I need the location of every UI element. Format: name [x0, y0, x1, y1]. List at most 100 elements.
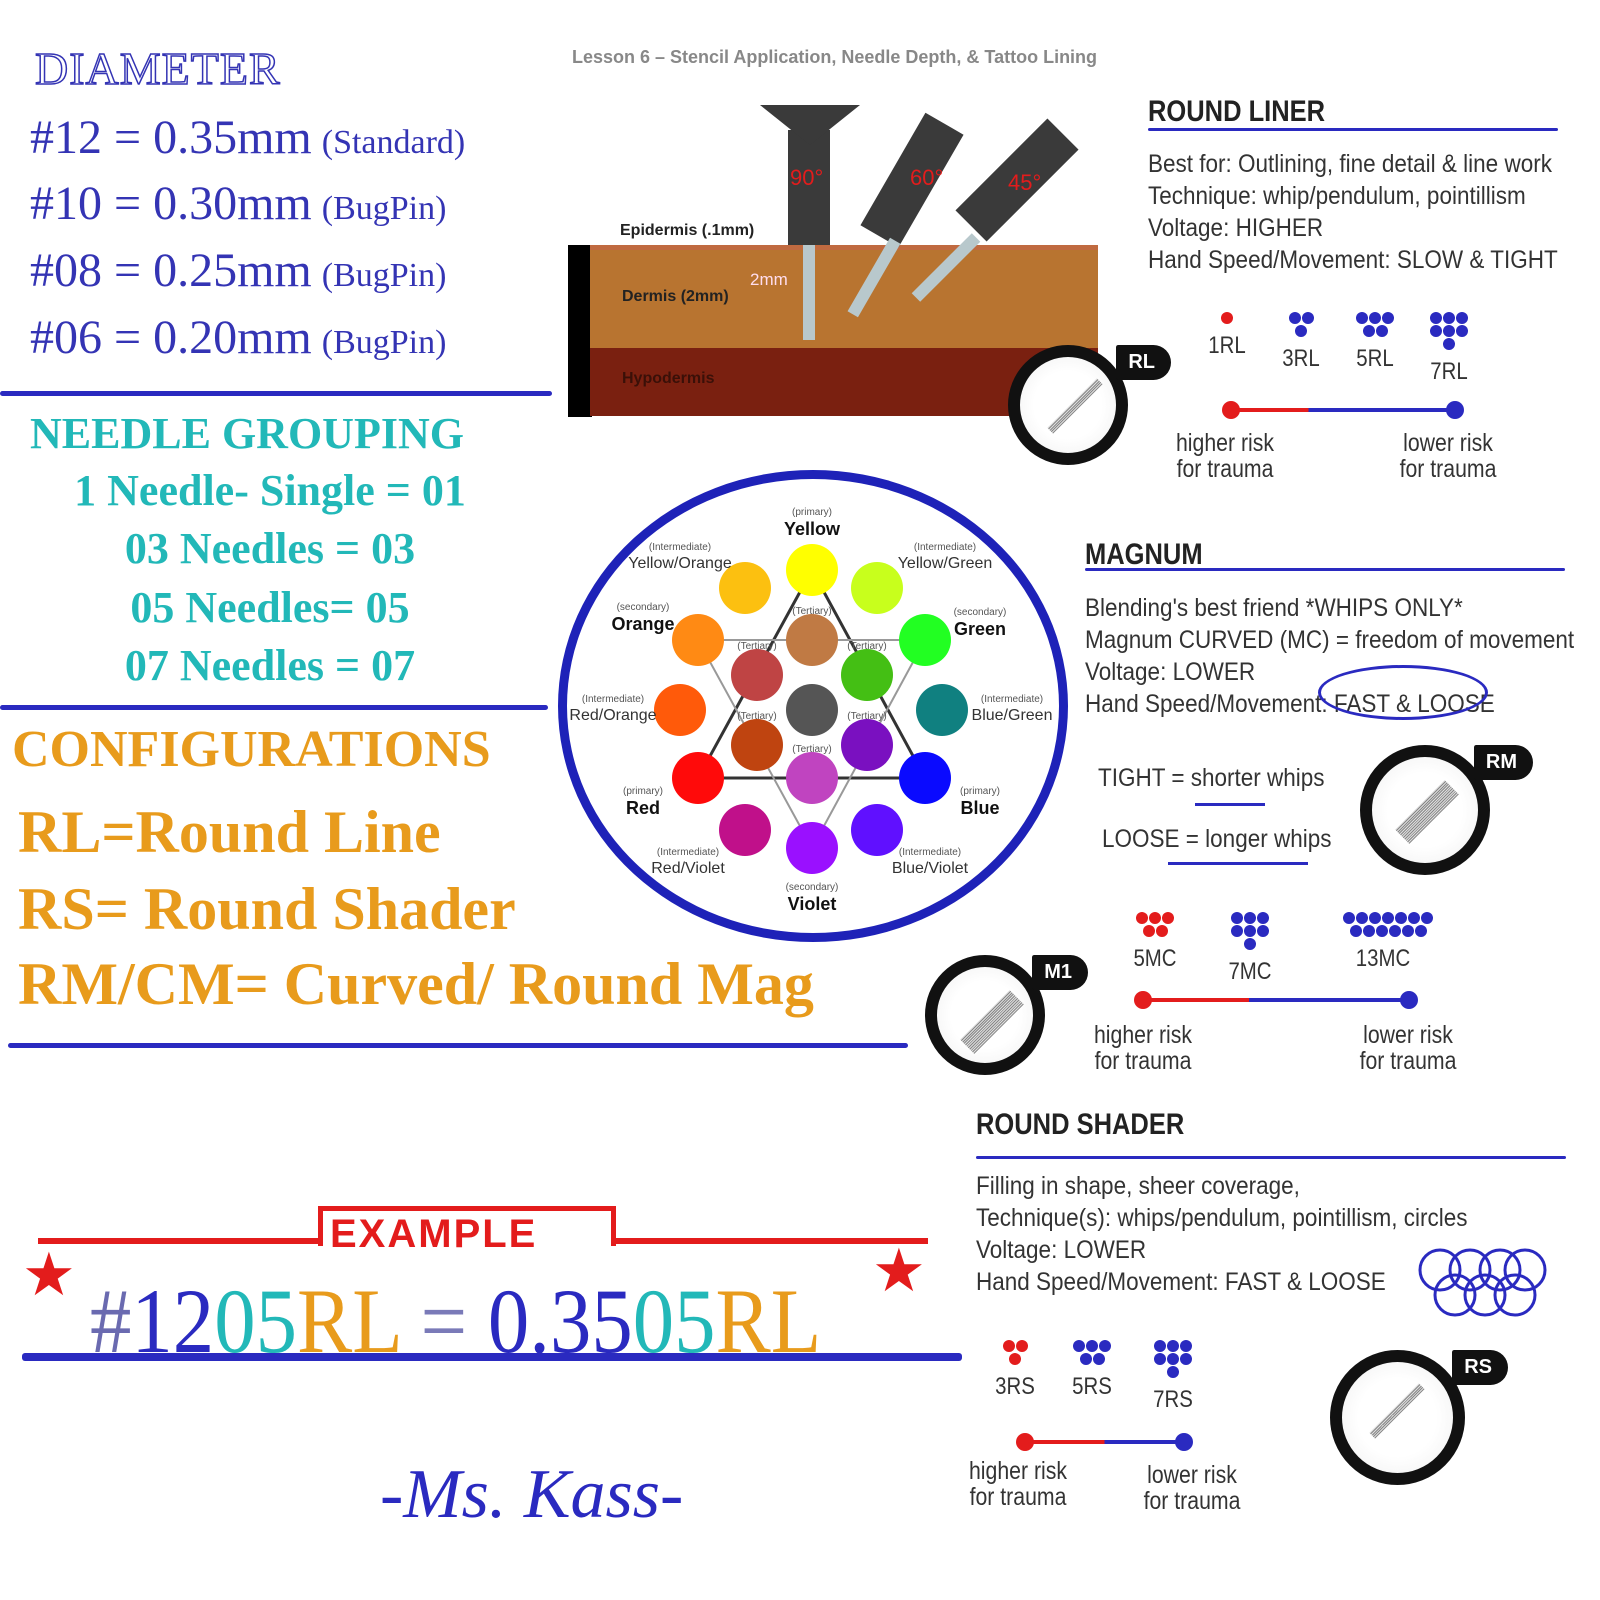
needle-group-label: 7MC: [1228, 958, 1272, 985]
loose-arrow-icon: [1168, 862, 1308, 865]
tertiary-swatch: [786, 614, 838, 666]
needle-group-label: 1RL: [1208, 332, 1246, 359]
needle-90: [788, 130, 830, 245]
angle-label: 45°: [1008, 170, 1042, 195]
needle-group: 7RL: [1404, 312, 1494, 386]
tertiary-label: (Tertiary): [847, 641, 887, 652]
diameter-title: DIAMETER: [34, 42, 281, 95]
round-shader-text: Filling in shape, sheer coverage,Techniq…: [976, 1172, 1468, 1296]
diameter-row: #12 = 0.35mm(Standard): [30, 111, 466, 164]
color-swatch: [672, 752, 724, 804]
needle-group-label: 7RL: [1430, 358, 1468, 385]
lesson-title: Lesson 6 – Stencil Application, Needle D…: [572, 47, 1098, 67]
needle-group: 7MC: [1205, 912, 1295, 986]
example-label: EXAMPLE: [330, 1212, 538, 1256]
diameter-row: #10 = 0.30mm(BugPin): [30, 177, 447, 230]
magnifier-rs-icon: RS: [1330, 1350, 1508, 1485]
needle-group-label: 5RL: [1356, 345, 1394, 372]
example-tab: [318, 1206, 616, 1246]
needle-dots-icon: [1338, 912, 1438, 937]
color-label: (Intermediate)Yellow/Orange: [628, 542, 732, 572]
grip: [760, 105, 860, 145]
tight-label: TIGHT = shorter whips: [1098, 764, 1325, 792]
star-icon: ★: [22, 1241, 76, 1308]
needle-group-label: 5RS: [1072, 1373, 1112, 1400]
divider: [0, 391, 552, 396]
diameter-row: #06 = 0.20mm(BugPin): [30, 311, 447, 364]
depth-label: 2mm: [750, 270, 788, 289]
color-label: (Intermediate)Red/Orange: [569, 694, 657, 724]
tertiary-swatch: [786, 752, 838, 804]
color-label: (secondary)Green: [953, 607, 1007, 639]
risk-high-label: higher risk for trauma: [1093, 1021, 1193, 1075]
needle-dots-icon: [1227, 912, 1273, 950]
star-icon: ★: [872, 1237, 926, 1304]
needle-group-label: 5MC: [1133, 945, 1177, 972]
config-row: RS= Round Shader: [18, 876, 516, 942]
color-swatch: [719, 804, 771, 856]
dermis-label: Dermis (2mm): [622, 288, 729, 305]
epidermis-label: Epidermis (.1mm): [620, 222, 755, 239]
color-swatch: [719, 562, 771, 614]
angle-label: 90°: [790, 165, 824, 190]
needle-dots-icon: [1352, 312, 1398, 337]
circles-motion-icon: [1418, 1248, 1547, 1317]
config-row: RM/CM= Curved/ Round Mag: [18, 951, 814, 1017]
color-label: (secondary)Orange: [611, 602, 675, 634]
risk-high-label: higher risk for trauma: [968, 1457, 1068, 1511]
color-label: (Intermediate)Yellow/Green: [897, 542, 993, 572]
risk-low-label: lower risk for trauma: [1143, 1461, 1241, 1515]
needle-group: 5RL: [1330, 312, 1420, 373]
divider: [1148, 128, 1558, 131]
color-label: (secondary)Violet: [785, 882, 839, 914]
color-label: (Intermediate)Blue/Violet: [891, 847, 969, 877]
tertiary-swatch: [731, 649, 783, 701]
needle-group: 7RS: [1128, 1340, 1218, 1414]
risk-high-label: higher risk for trauma: [1175, 429, 1275, 483]
tertiary-label: (Tertiary): [737, 641, 777, 652]
needle-group: 3RL: [1256, 312, 1346, 373]
color-swatch: [851, 562, 903, 614]
needle-dots-icon: [1069, 1340, 1115, 1365]
color-swatch: [786, 544, 838, 596]
grouping-row: 07 Needles = 07: [124, 641, 416, 690]
risk-low-label: lower risk for trauma: [1399, 429, 1497, 483]
needle-group-label: 7RS: [1153, 1386, 1193, 1413]
needle-dots-icon: [1211, 312, 1243, 324]
magnifier-rl-icon: RL: [1008, 345, 1171, 465]
signature: -Ms. Kass-: [380, 1456, 684, 1533]
needle-dots-icon: [999, 1340, 1031, 1365]
color-label: (primary)Yellow: [783, 507, 841, 539]
color-swatch: [916, 684, 968, 736]
tertiary-swatch: [841, 649, 893, 701]
needle-tip: [803, 245, 815, 340]
tertiary-swatch: [841, 719, 893, 771]
tertiary-swatch: [731, 719, 783, 771]
needle-group-label: 3RS: [995, 1373, 1035, 1400]
needle-group: 5RS: [1047, 1340, 1137, 1401]
round-shader-title: ROUND SHADER: [976, 1108, 1185, 1141]
config-row: RL=Round Line: [18, 799, 441, 865]
color-label: (primary)Red: [623, 786, 663, 818]
grouping-row: 03 Needles = 03: [124, 524, 416, 573]
color-swatch: [899, 614, 951, 666]
tertiary-swatch: [786, 684, 838, 736]
color-swatch: [654, 684, 706, 736]
risk-scale: [1016, 1433, 1193, 1451]
risk-scale: [1222, 401, 1464, 419]
color-swatch: [672, 614, 724, 666]
divider: [0, 705, 548, 710]
needle-dots-icon: [1150, 1340, 1196, 1378]
color-swatch: [786, 822, 838, 874]
tertiary-label: (Tertiary): [792, 606, 832, 617]
risk-low-label: lower risk for trauma: [1359, 1021, 1457, 1075]
color-label: (primary)Blue: [960, 786, 1000, 818]
divider: [22, 1353, 962, 1361]
color-wheel: [558, 470, 1068, 942]
needle-group-label: 13MC: [1355, 945, 1411, 972]
grouping-row: 1 Needle- Single = 01: [74, 466, 466, 515]
tertiary-label: (Tertiary): [847, 711, 887, 722]
needle-group: 1RL: [1182, 312, 1272, 360]
needle-grouping-title: NEEDLE GROUPING: [30, 409, 464, 458]
magnifier-m1-icon: M1: [925, 955, 1088, 1075]
